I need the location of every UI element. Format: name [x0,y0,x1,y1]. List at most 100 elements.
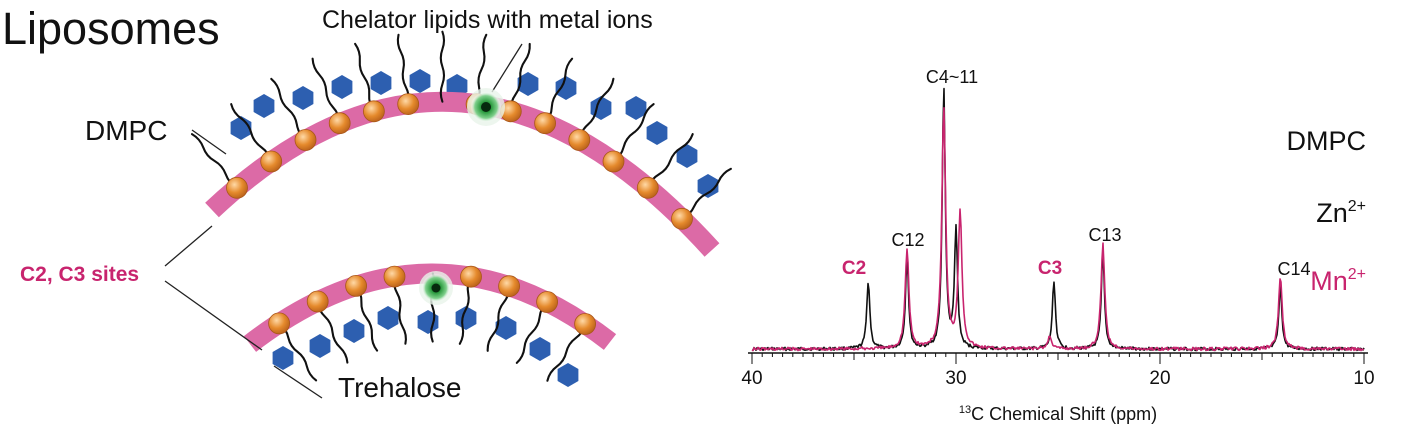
sites-leader-line-upper [164,225,213,267]
spectrum-line-dmpc-zn [751,87,1365,352]
dmpc-label: DMPC [85,115,167,146]
lipid-head [383,265,406,288]
lipid-head [362,100,385,123]
lipid-tail [190,133,239,189]
lipid-head [602,150,625,173]
lipid-head [328,112,351,135]
x-tick-label-40: 40 [741,368,762,389]
trehalose-leader-line [273,365,323,399]
trehalose-molecule [676,144,698,168]
x-axis-title: 13C Chemical Shift (ppm) [959,404,1157,424]
lipid-tail [355,284,379,352]
lipid-head [260,150,283,173]
chelator-lipid-outer [467,88,505,126]
trehalose-molecule [517,72,539,96]
trehalose-molecule [625,96,647,120]
lipid-head [460,265,482,288]
x-tick-label-30: 30 [945,368,966,389]
lipid-tail [316,300,349,364]
lipid-tails [190,30,732,382]
spectrum-line-mn [751,107,1365,352]
lipid-tail [578,77,615,142]
lipid-tail [646,133,694,189]
lipid-tail [396,33,410,106]
trehalose-molecule [697,174,719,198]
lipid-tail [612,103,655,163]
peak-label-c3: C3 [1038,258,1062,279]
legend-dmpc: DMPC [1287,126,1367,156]
lipid-tail [311,57,341,125]
legend-mn-sup: 2+ [1348,266,1366,283]
lipid-tail [230,103,273,163]
trehalose-molecule [370,71,392,95]
trehalose-molecule [343,319,365,343]
legend-mn-base: Mn [1310,266,1348,296]
trehalose-molecule [331,75,353,99]
lipid-tail [278,322,318,382]
trehalose-molecule [646,121,668,145]
trehalose-molecule [409,69,431,93]
trehalose-molecule [529,337,551,361]
lipid-tail [392,275,407,345]
lipid-tail [486,285,511,352]
trehalose-label: Trehalose [338,372,461,403]
trehalose-molecule [272,346,294,370]
trehalose-molecule [292,86,314,110]
trehalose-molecule [417,310,439,334]
lipid-head [268,312,291,335]
chelator-leader-line [491,43,523,93]
lipid-head [294,129,317,151]
nmr-spectrum: 40 30 20 10 13C Chemical Shift (ppm) C2 … [741,67,1374,424]
trehalose-molecule [253,94,275,118]
x-tick-label-10: 10 [1353,368,1374,389]
peak-label-c4-11: C4~11 [926,67,978,87]
outer-membrane-band [205,91,720,257]
trehalose-molecule [455,306,477,330]
liposome-diagram: Liposomes Chelator lipids with metal ion… [2,3,732,403]
lipid-head [636,176,659,199]
chelator-lipid-inner [419,271,453,305]
lipid-head [574,313,596,335]
lipid-heads [226,93,693,335]
sites-leader-line-lower [164,280,263,351]
lipid-tail [354,42,375,113]
lipid-tail [546,322,587,382]
lipid-tail [458,275,473,345]
lipid-tail [515,300,549,364]
lipid-head [671,207,693,230]
lipid-head [534,112,556,135]
trehalose-molecule [309,334,331,358]
diagram-title: Liposomes [2,3,220,54]
lipid-head [397,93,420,115]
trehalose-molecule [557,363,579,387]
chelator-tail [439,30,446,103]
lipid-tail [509,42,531,113]
trehalose-molecule [555,76,577,100]
x-axis-title-sup: 13 [959,404,971,416]
lipid-head [345,274,368,297]
axis-ticks [751,353,1365,364]
lipid-head [306,290,329,313]
lipid-tail [544,57,574,125]
x-axis-title-main: C Chemical Shift (ppm) [971,404,1157,424]
chelator-label: Chelator lipids with metal ions [322,6,653,34]
legend: DMPC Zn2+ Mn2+ [1287,126,1367,296]
peak-label-c14: C14 [1277,259,1310,279]
legend-zn: Zn2+ [1316,198,1366,228]
lipid-head [536,291,558,313]
trehalose-molecule [495,316,517,340]
lipid-head [498,275,521,298]
peak-label-c12: C12 [891,230,924,250]
legend-zn-base: Zn [1316,198,1348,228]
lipid-tail [270,77,307,142]
trehalose-molecule [377,306,399,330]
dmpc-leader-line [191,129,227,155]
x-tick-label-20: 20 [1149,368,1170,389]
peak-label-c2: C2 [842,258,866,279]
lipid-tail [680,167,732,220]
legend-mn: Mn2+ [1310,266,1366,296]
lipid-head [226,176,248,199]
peak-label-c13: C13 [1088,225,1121,245]
lipid-head [568,129,591,151]
